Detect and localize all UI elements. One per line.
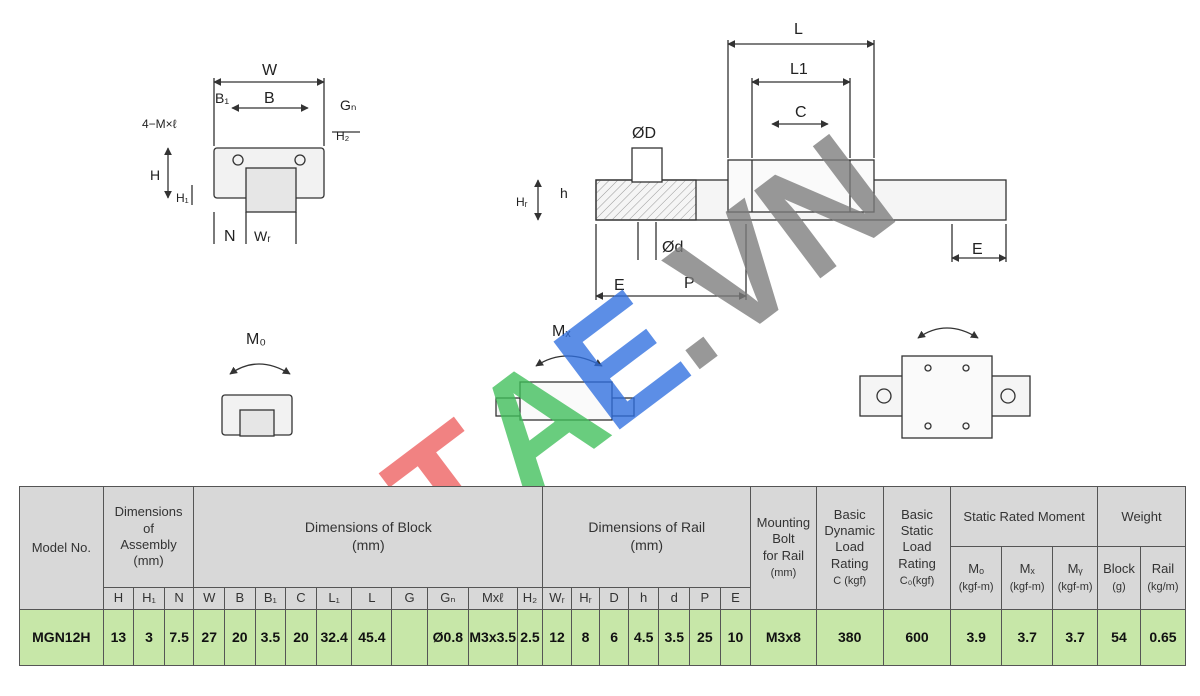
- subheader-assembly-0: H: [102, 586, 135, 610]
- table-cell: 25: [689, 608, 721, 667]
- label-hr: Hᵣ: [516, 195, 528, 209]
- table-cell: 2.5: [516, 608, 544, 667]
- table-cell: 27: [193, 608, 226, 667]
- table-cell: 20: [285, 608, 317, 667]
- header-rail: Dimensions of Rail(mm): [542, 486, 752, 588]
- label-b: B: [264, 90, 275, 107]
- subheader-block-7: Gₙ: [426, 586, 469, 610]
- label-wr: Wᵣ: [254, 228, 271, 244]
- table-cell: 0.65: [1139, 608, 1187, 667]
- subheader-assembly-1: H₁: [133, 586, 165, 610]
- subheader-block-6: G: [391, 586, 428, 610]
- label-e-left: E: [614, 277, 625, 294]
- subheader-weight-0: Block(g): [1097, 546, 1141, 610]
- label-p: P: [684, 275, 695, 292]
- model-cell: MGN12H: [19, 608, 104, 667]
- table-cell: M3x8: [750, 608, 817, 667]
- label-h: H: [150, 167, 160, 183]
- table-cell: 3: [133, 608, 165, 667]
- subheader-rail-3: h: [627, 586, 660, 610]
- label-e-right: E: [972, 241, 983, 258]
- table-cell: 45.4: [351, 608, 393, 667]
- header-static-moment: Static Rated Moment: [950, 485, 1099, 548]
- header-model: Model No.: [19, 486, 104, 610]
- header-block: Dimensions of Block(mm): [193, 486, 544, 588]
- label-h2: H₂: [336, 129, 350, 143]
- moment-my-drawing: [859, 327, 1031, 439]
- label-od: ØD: [632, 125, 656, 142]
- subheader-rail-6: E: [719, 586, 752, 610]
- label-mxl: 4−M×ℓ: [142, 117, 177, 131]
- subheader-moment-0: Mₒ(kgf-m): [950, 546, 1003, 610]
- subheader-rail-5: P: [689, 586, 721, 610]
- subheader-rail-2: D: [599, 586, 629, 610]
- subheader-moment-2: Mᵧ(kgf-m): [1052, 546, 1099, 610]
- table-cell: M3x3.5: [467, 608, 518, 667]
- label-mx: Mₓ: [552, 323, 571, 340]
- table-cell: 12: [542, 608, 572, 667]
- label-gn: Gₙ: [340, 97, 356, 113]
- label-h-rail: h: [560, 185, 568, 201]
- moment-mx-drawing: [495, 355, 635, 421]
- table-cell: [391, 608, 428, 667]
- table-cell: 3.9: [950, 608, 1003, 667]
- side-view-drawing: [534, 40, 1007, 300]
- table-cell: 10: [719, 608, 752, 667]
- subheader-assembly-2: N: [163, 586, 195, 610]
- label-c: C: [795, 104, 807, 121]
- front-view-drawing: [164, 78, 360, 244]
- subheader-rail-4: d: [658, 586, 691, 610]
- label-b1: B₁: [215, 90, 229, 106]
- subheader-rail-1: Hᵣ: [570, 586, 601, 610]
- subheader-rail-0: Wᵣ: [542, 586, 572, 610]
- subheader-block-3: C: [285, 586, 317, 610]
- table-cell: 54: [1097, 608, 1141, 667]
- label-l1: L1: [790, 61, 808, 78]
- table-cell: 3.5: [658, 608, 691, 667]
- table-cell: 4.5: [627, 608, 660, 667]
- subheader-block-2: B₁: [254, 586, 287, 610]
- subheader-moment-1: Mₓ(kgf-m): [1001, 546, 1054, 610]
- label-l: L: [794, 21, 803, 38]
- label-d-small: Ød: [662, 239, 683, 256]
- table-cell: 7.5: [163, 608, 195, 667]
- table-cell: Ø0.8: [426, 608, 469, 667]
- table-cell: 3.7: [1052, 608, 1099, 667]
- table-cell: 8: [570, 608, 601, 667]
- subheader-block-8: Mxℓ: [467, 586, 518, 610]
- technical-drawings: W B₁ B Gₙ 4−M×ℓ H H₁ N Wᵣ H₂ L L1 C ØD H…: [142, 21, 1031, 439]
- subheader-block-1: B: [224, 586, 256, 610]
- table-cell: 20: [224, 608, 256, 667]
- table-cell: 6: [599, 608, 629, 667]
- label-w: W: [262, 62, 278, 79]
- subheader-block-4: L₁: [315, 586, 353, 610]
- header-weight: Weight: [1097, 485, 1186, 548]
- label-n: N: [224, 228, 236, 245]
- label-m0: M₀: [246, 331, 266, 348]
- table-cell: 600: [882, 608, 952, 667]
- subheader-block-0: W: [193, 586, 226, 610]
- subheader-weight-1: Rail(kg/m): [1139, 546, 1187, 610]
- table-cell: 380: [815, 608, 884, 667]
- table-cell: 3.5: [254, 608, 287, 667]
- table-cell: 13: [102, 608, 135, 667]
- table-cell: 32.4: [315, 608, 353, 667]
- table-cell: 3.7: [1001, 608, 1054, 667]
- moment-m0-drawing: [221, 363, 293, 437]
- label-h1: H₁: [176, 191, 189, 205]
- subheader-block-5: L: [351, 586, 393, 610]
- subheader-block-9: H₂: [516, 586, 544, 610]
